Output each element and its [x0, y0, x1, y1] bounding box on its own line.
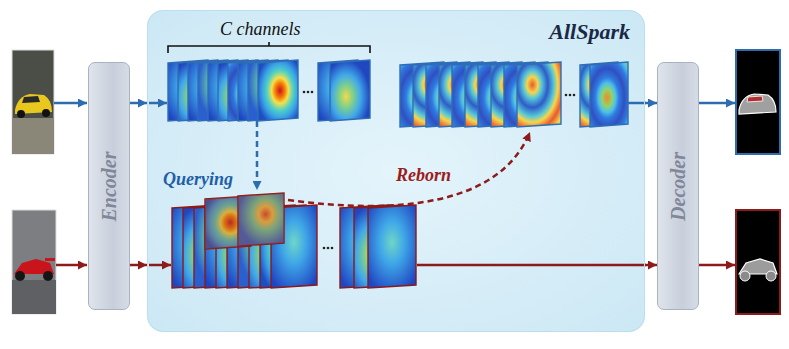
ellipsis-dot [565, 94, 568, 97]
panel-ground [147, 10, 645, 332]
feature-map [517, 62, 561, 127]
ellipsis-dot [573, 94, 576, 97]
ellipsis-dot [311, 91, 314, 94]
querying-arrow [256, 121, 259, 190]
feature-map-tint [238, 193, 284, 246]
reborn-arrow [288, 132, 530, 206]
feature-maps [168, 60, 628, 288]
flow-arrow [645, 264, 657, 267]
feature-map [368, 205, 416, 288]
node-title: Decoder [667, 152, 690, 221]
input-image [12, 50, 54, 154]
arrow-label: Querying [163, 170, 233, 190]
panel-ground [147, 10, 645, 332]
node-title: Encoder [98, 151, 121, 221]
flow-arrow [130, 264, 147, 267]
ellipsis-dot [569, 94, 572, 97]
feature-map [238, 193, 284, 246]
encoder-box: Encoder [88, 62, 130, 310]
output-mask [736, 210, 780, 314]
ellipsis-dot [303, 91, 306, 94]
arrow-label: Reborn [396, 166, 451, 186]
channel-bracket [168, 42, 370, 53]
ellipsis-dot [331, 247, 334, 250]
ellipsis-dot [307, 91, 310, 94]
decoder-box: Decoder [657, 62, 699, 310]
bracket-label: C channels [220, 20, 301, 40]
feature-map [330, 60, 370, 121]
flow-arrow [130, 102, 147, 105]
flow-arrow [645, 102, 657, 105]
feature-map [258, 60, 298, 121]
ellipsis-dot [323, 247, 326, 250]
feature-map [590, 62, 628, 127]
input-image [12, 210, 56, 314]
node-title: AllSpark [549, 19, 630, 45]
output-mask [736, 50, 780, 154]
ellipsis-dot [327, 247, 330, 250]
